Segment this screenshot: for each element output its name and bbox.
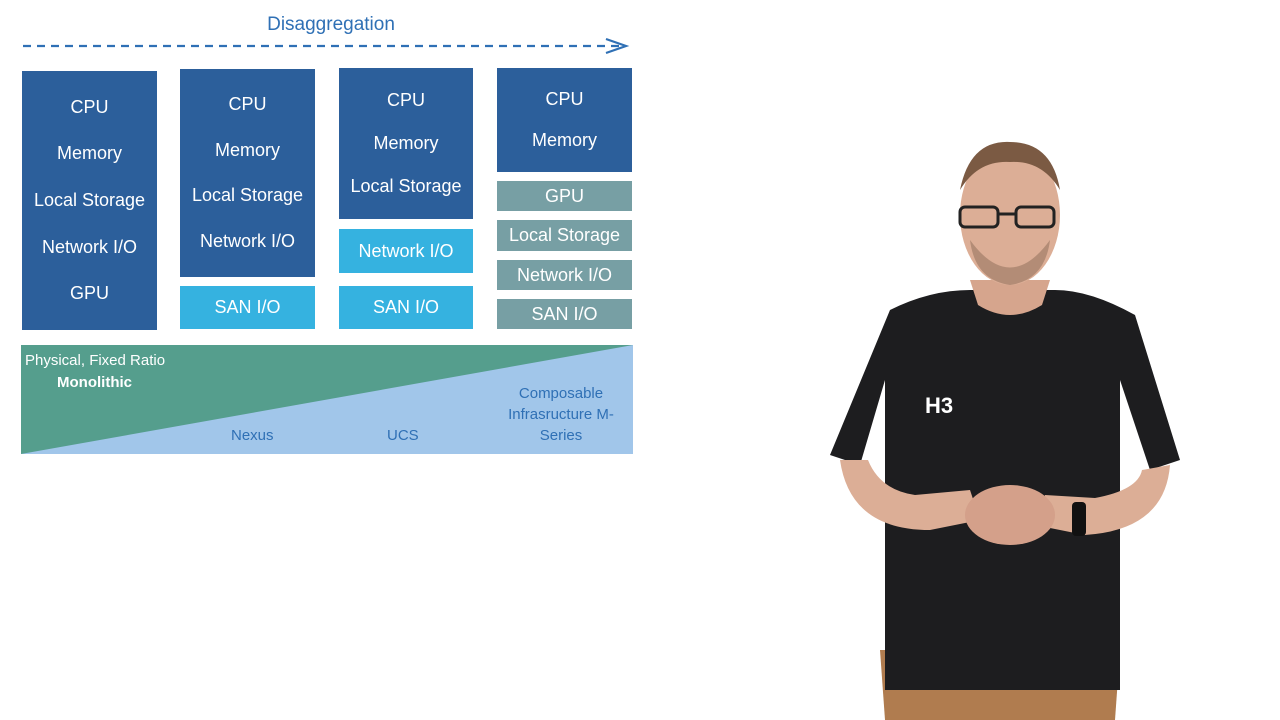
presenter-right-arm bbox=[1035, 465, 1170, 535]
column-3-stack: CPU Memory Local Storage bbox=[339, 68, 473, 219]
presenter-neck bbox=[970, 280, 1050, 315]
column-1-memory: Memory bbox=[56, 143, 122, 164]
presenter-glasses-right bbox=[1014, 205, 1056, 229]
column-4-gpu: GPU bbox=[497, 181, 632, 211]
column-4-network-io: Network I/O bbox=[497, 260, 632, 290]
presenter-hair bbox=[960, 141, 1060, 190]
column-4-stack: CPU Memory bbox=[497, 68, 632, 172]
column-1-network-io: Network I/O bbox=[41, 236, 138, 257]
column-2-cpu: CPU bbox=[228, 93, 267, 114]
column-4-san-io: SAN I/O bbox=[497, 299, 632, 329]
column-3-memory: Memory bbox=[373, 133, 439, 153]
column-1-local-storage: Local Storage bbox=[33, 189, 146, 210]
diagram-title: Disaggregation bbox=[267, 14, 395, 35]
column-4-cpu: CPU bbox=[545, 88, 584, 109]
column-3-cpu: CPU bbox=[386, 90, 425, 110]
column-2-local-storage: Local Storage bbox=[191, 185, 304, 206]
scale-label-nexus: Nexus bbox=[231, 427, 274, 444]
scale-green-wedge bbox=[21, 345, 633, 454]
presenter-beard bbox=[970, 240, 1050, 285]
presenter-hands bbox=[965, 485, 1055, 545]
column-3-san-io: SAN I/O bbox=[339, 286, 473, 329]
scale-label-composable: Composable Infrasructure M-Series bbox=[508, 385, 614, 444]
column-4-local-storage: Local Storage bbox=[497, 220, 632, 251]
disaggregation-arrow bbox=[23, 37, 630, 55]
column-2-network-io: Network I/O bbox=[199, 231, 296, 252]
column-3-network-io: Network I/O bbox=[339, 229, 473, 273]
scale-left-line1: Physical, Fixed Ratio bbox=[25, 352, 166, 369]
column-2-stack: CPU Memory Local Storage Network I/O bbox=[180, 69, 315, 277]
column-1-gpu: GPU bbox=[69, 283, 109, 304]
scale-left-line2: Monolithic bbox=[57, 374, 132, 391]
column-3-local-storage: Local Storage bbox=[350, 176, 462, 196]
monolithic-composable-scale bbox=[21, 345, 633, 454]
presenter-figure: H3 bbox=[830, 141, 1180, 720]
column-2-memory: Memory bbox=[214, 139, 280, 160]
presenter-glasses-left bbox=[958, 205, 1000, 229]
presenter-left-arm bbox=[840, 460, 980, 530]
shirt-logo: H3 bbox=[925, 393, 953, 418]
column-2-san-io: SAN I/O bbox=[180, 286, 315, 329]
column-4-memory: Memory bbox=[531, 130, 597, 151]
scale-label-ucs: UCS bbox=[387, 427, 419, 444]
presenter-watch bbox=[1072, 502, 1086, 536]
column-1-cpu: CPU bbox=[70, 96, 109, 117]
column-1-stack: CPU Memory Local Storage Network I/O GPU bbox=[22, 71, 157, 330]
